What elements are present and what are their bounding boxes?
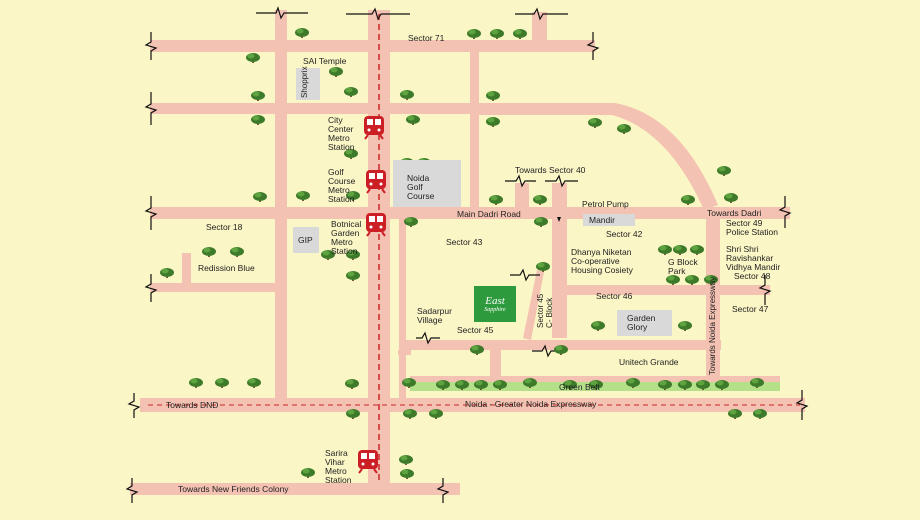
label-towards-new-friends-colony: Towards New Friends Colony <box>178 484 289 494</box>
label-sector-45: Sector 45 <box>457 325 494 335</box>
label-expressway: Noida - Greater Noida Expressway <box>465 399 597 409</box>
gip-block <box>293 227 319 253</box>
label-sector-47: Sector 47 <box>732 304 769 314</box>
label-gip: GIP <box>298 235 313 245</box>
label-main-dadri-road: Main Dadri Road <box>457 209 521 219</box>
label-sector-43: Sector 43 <box>446 237 483 247</box>
label-redission-blue: Redission Blue <box>198 263 255 273</box>
direction-arrow-icon <box>557 217 561 222</box>
logo-line2: Sapphire <box>484 306 506 313</box>
label-mandir: Mandir <box>589 215 615 225</box>
label-green-belt: Green Belt <box>559 382 600 392</box>
mandir-block <box>583 214 635 226</box>
label-sector-18: Sector 18 <box>206 222 243 232</box>
noida-golf-course-block <box>393 160 461 207</box>
label-sector-48: Sector 48 <box>734 271 771 281</box>
label-sai-temple: SAI Temple <box>303 56 347 66</box>
label-sector-71: Sector 71 <box>408 33 445 43</box>
label-petrol-pump: Petrol Pump <box>582 199 629 209</box>
label-towards-sector-40: Towards Sector 40 <box>515 165 586 175</box>
project-logo[interactable]: East Sapphire <box>474 286 516 322</box>
label-towards-dnd: Towards DND <box>166 400 219 410</box>
garden-glory-block <box>617 310 672 336</box>
label-towards-dadri: Towards Dadri <box>707 208 762 218</box>
road-break-icon <box>125 6 809 503</box>
shopprix-block <box>296 68 320 100</box>
label-shopprix: Shopprix <box>300 66 309 98</box>
label-sector-42: Sector 42 <box>606 229 643 239</box>
label-sector-46: Sector 46 <box>596 291 633 301</box>
label-towards-noida-expressway: Towards Noida Expressway <box>708 276 717 375</box>
logo-line1: East <box>485 294 505 307</box>
label-unitech-grande: Unitech Grande <box>619 357 679 367</box>
